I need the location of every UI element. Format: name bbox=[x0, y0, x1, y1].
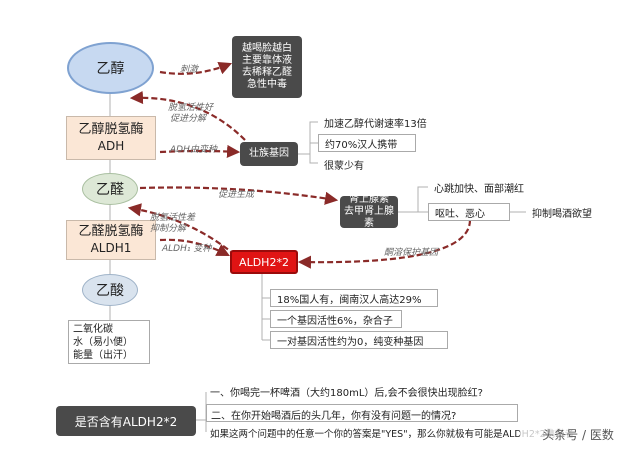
acetaldehyde-label: 乙醛 bbox=[96, 182, 124, 198]
drunk-line: 越喝脸越白 bbox=[242, 43, 292, 54]
edge-label: 脱氢活性好 bbox=[168, 103, 214, 113]
aldh-name: 乙醛脱氢酶 bbox=[78, 224, 144, 239]
strong-gene-node: 壮族基因 bbox=[240, 142, 298, 166]
drunk-line: 主要靠体液 bbox=[242, 55, 292, 66]
edge-label: ADH由变种 bbox=[170, 145, 217, 155]
adrenaline-line: 去甲肾上腺素 bbox=[344, 206, 394, 229]
drunk-box: 越喝脸越白 主要靠体液 去稀释乙醛 急性中毒 bbox=[232, 36, 302, 98]
products-box: 二氧化碳 水（易小便） 能量（出汗） bbox=[68, 320, 150, 364]
strong-gene-item: 很蒙少有 bbox=[318, 155, 388, 173]
strong-gene-item: 加速乙醇代谢速率13倍 bbox=[318, 113, 450, 131]
adrenaline-effect: 心跳加快、面部潮红 bbox=[428, 179, 558, 195]
adh-node: 乙醇脱氢酶 ADH bbox=[66, 116, 156, 160]
aldh2-item: 一个基因活性6%，杂合子 bbox=[270, 310, 402, 328]
strong-gene-item: 约70%汉人携带 bbox=[318, 134, 416, 152]
adrenaline-effect: 抑制喝酒欲望 bbox=[526, 203, 604, 221]
question-item: 一、你喝完一杯啤酒（大约180mL）后,会不会很快出现脸红? bbox=[210, 388, 483, 399]
question-title: 是否含有ALDH2*2 bbox=[74, 414, 178, 429]
watermark: 头条号 / 医数 bbox=[520, 424, 636, 444]
aldh-code: ALDH1 bbox=[90, 241, 132, 255]
edge-label: 刺激 bbox=[180, 65, 199, 75]
edge-label: ALDH₁ 变种 bbox=[162, 244, 212, 254]
edge-label: 促进生成 bbox=[218, 190, 255, 200]
question-item: 如果这两个问题中的任意一个你的答案是"YES"，那么你就极有可能是ALDH2*2… bbox=[210, 429, 575, 440]
edge-label: 酮溶保护基因 bbox=[384, 248, 439, 258]
adrenaline-node: 肾上腺素 去甲肾上腺素 bbox=[340, 194, 398, 229]
adh-name: 乙醇脱氢酶 bbox=[78, 122, 144, 137]
acetic-acid-label: 乙酸 bbox=[96, 283, 124, 299]
edge-label: 抑制分解 bbox=[150, 224, 187, 234]
aldh2-node: ALDH2*2 bbox=[230, 250, 298, 274]
edge-label: 促进分解 bbox=[170, 114, 207, 124]
aldh-node: 乙醛脱氢酶 ALDH1 bbox=[66, 220, 156, 260]
product-item: 水（易小便） bbox=[73, 337, 133, 348]
ethanol-node: 乙醇 bbox=[67, 42, 154, 94]
product-item: 能量（出汗） bbox=[73, 350, 133, 361]
adh-code: ADH bbox=[97, 139, 125, 153]
question-title-box: 是否含有ALDH2*2 bbox=[56, 406, 196, 436]
aldh2-label: ALDH2*2 bbox=[239, 255, 289, 269]
drunk-line: 去稀释乙醛 bbox=[242, 67, 292, 78]
question-item: 二、在你开始喝酒后的头几年，你有没有问题一的情况? bbox=[206, 404, 518, 422]
acetic-acid-node: 乙酸 bbox=[82, 274, 138, 306]
adrenaline-line: 肾上腺素 bbox=[349, 194, 389, 205]
drunk-line: 急性中毒 bbox=[247, 79, 287, 90]
edge-label: 脱氢活性差 bbox=[150, 213, 196, 223]
aldh2-item: 18%国人有，闽南汉人高达29% bbox=[270, 289, 438, 307]
product-item: 二氧化碳 bbox=[73, 324, 113, 335]
adrenaline-effect: 呕吐、恶心 bbox=[428, 203, 510, 221]
ethanol-label: 乙醇 bbox=[96, 61, 125, 77]
strong-gene-label: 壮族基因 bbox=[249, 148, 289, 159]
acetaldehyde-node: 乙醛 bbox=[82, 173, 138, 205]
aldh2-item: 一对基因活性约为0，纯变种基因 bbox=[270, 331, 448, 349]
